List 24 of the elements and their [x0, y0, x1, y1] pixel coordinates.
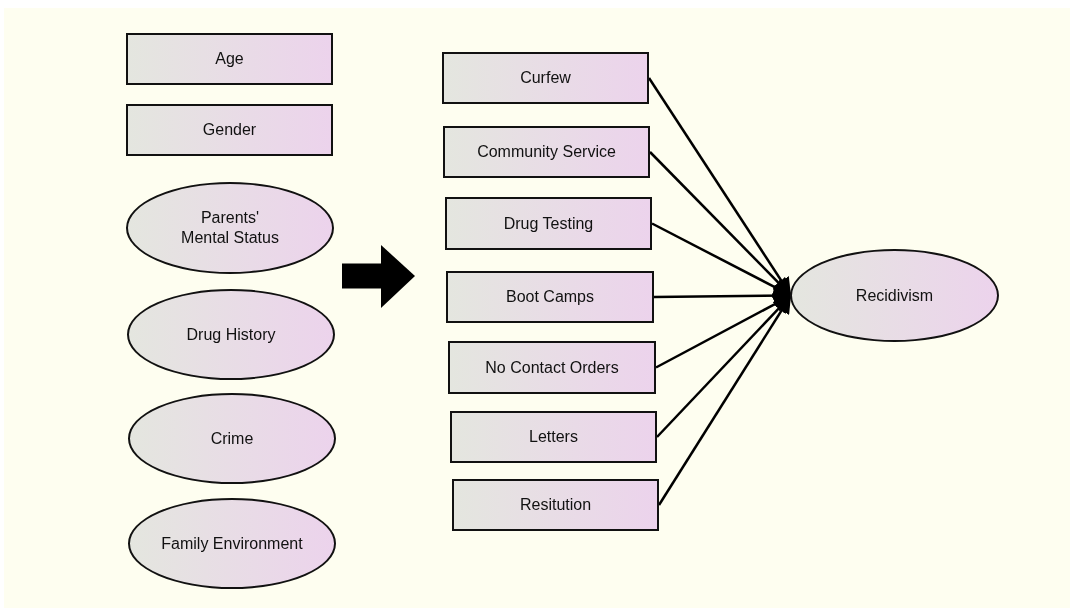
process-box — [445, 197, 652, 250]
process-box — [126, 104, 333, 156]
process-box — [448, 341, 656, 394]
block-arrow — [342, 245, 415, 308]
node-label: Curfew — [520, 68, 571, 88]
node-label: No Contact Orders — [485, 357, 619, 378]
node-label: Boot Camps — [505, 287, 594, 307]
node-label: Drug History — [186, 324, 276, 345]
node-label: Resitution — [519, 495, 592, 515]
node-label: Age — [215, 49, 244, 69]
process-box — [452, 479, 659, 531]
process-box — [442, 52, 649, 104]
node-label: Letters — [529, 427, 578, 447]
node-label: Gender — [202, 120, 257, 140]
process-box — [126, 33, 333, 85]
process-box — [443, 126, 650, 178]
node-label: Community Service — [477, 142, 616, 162]
process-box — [450, 411, 657, 463]
node-label: Family Environment — [161, 533, 303, 554]
node-label: Crime — [210, 428, 254, 449]
node-label: Recidivism — [855, 285, 934, 306]
node-label: Parents' Mental Status — [180, 208, 280, 248]
process-box — [446, 271, 654, 323]
node-label: Drug Testing — [503, 213, 594, 234]
